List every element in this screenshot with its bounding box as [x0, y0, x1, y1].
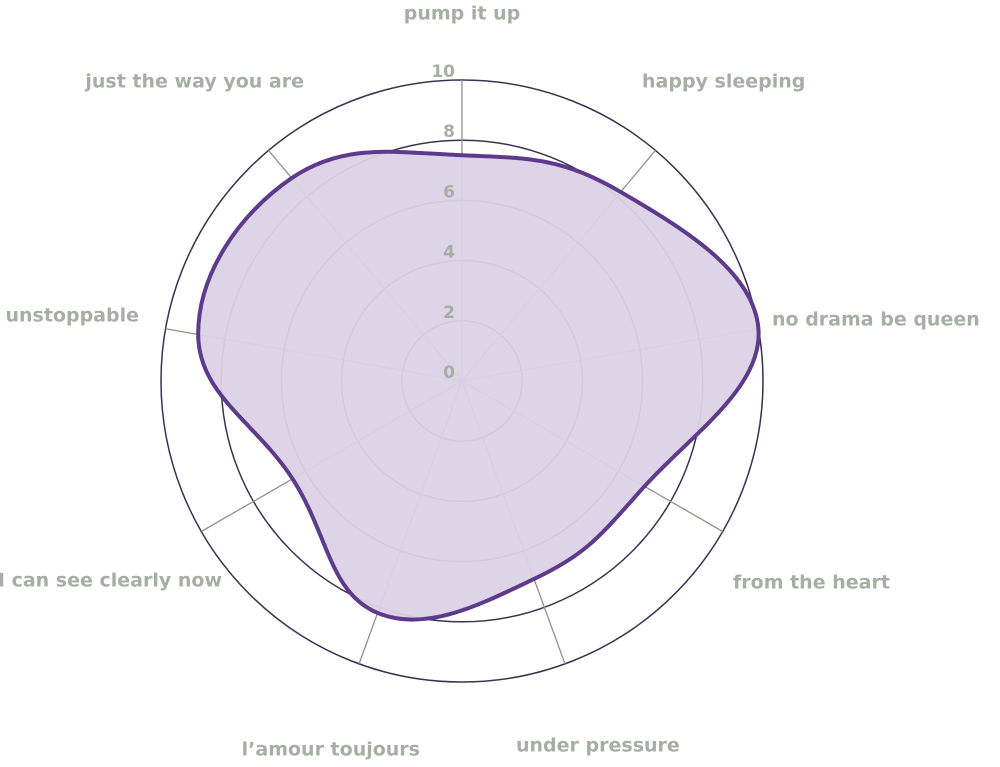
category-label-lamour-toujours: l’amour toujours [242, 739, 420, 761]
category-label-unstoppable: unstoppable [5, 305, 139, 327]
category-label-from-the-heart: from the heart [733, 572, 890, 594]
category-label-happy-sleeping: happy sleeping [642, 71, 805, 93]
category-labels: pump it up happy sleeping no drama be qu… [0, 3, 980, 761]
series-area-path [196, 149, 761, 622]
tick-label-2: 2 [443, 303, 455, 323]
radial-tick-labels: 0 2 4 6 8 10 [431, 62, 455, 383]
tick-label-8: 8 [443, 122, 455, 142]
series-area [196, 149, 761, 622]
tick-label-6: 6 [443, 182, 455, 202]
category-label-pump-it-up: pump it up [404, 3, 520, 25]
tick-label-0: 0 [443, 363, 455, 383]
category-label-under-pressure: under pressure [516, 735, 680, 757]
tick-label-10: 10 [431, 62, 455, 82]
category-label-just-the-way-you-are: just the way you are [84, 71, 304, 93]
tick-label-4: 4 [443, 243, 455, 263]
category-label-no-drama-be-queen: no drama be queen [772, 309, 980, 331]
category-label-i-can-see-clearly-now: I can see clearly now [0, 570, 222, 592]
